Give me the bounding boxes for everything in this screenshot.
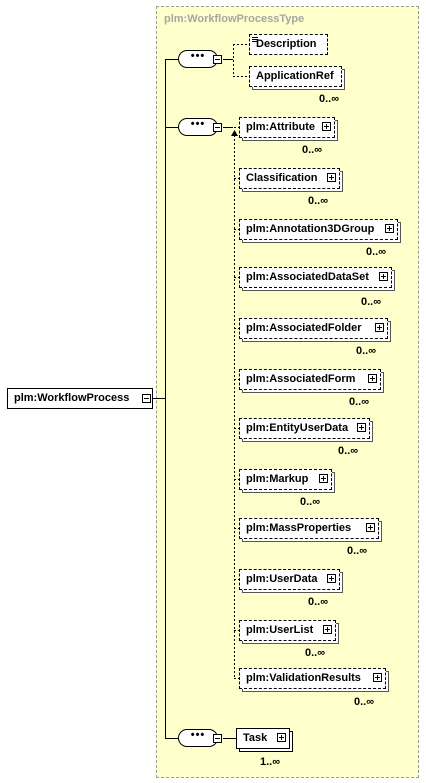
occurrence-label: 0..∞ (308, 596, 329, 608)
element-label: Classification (246, 172, 318, 184)
occurrence-label: 0..∞ (305, 647, 326, 659)
collapse-icon[interactable] (213, 55, 222, 64)
occurrence-label: 0..∞ (356, 345, 377, 357)
element-associatedfolder[interactable]: plm:AssociatedFolder (239, 318, 388, 339)
element-entityuserdata[interactable]: plm:EntityUserData (239, 418, 370, 439)
element-classification[interactable]: Classification (239, 168, 340, 189)
element-label: plm:AssociatedForm (246, 373, 356, 385)
occurrence-label: 0..∞ (300, 496, 321, 508)
expand-icon[interactable] (366, 523, 375, 532)
expand-icon[interactable] (368, 374, 377, 383)
element-label: Task (243, 732, 268, 744)
expand-icon[interactable] (379, 272, 388, 281)
element-label: plm:AssociatedDataSet (246, 271, 369, 283)
element-label: plm:UserData (246, 573, 318, 585)
expand-icon[interactable] (319, 474, 328, 483)
element-massproperties[interactable]: plm:MassProperties (239, 518, 379, 539)
expand-icon[interactable] (322, 122, 331, 131)
sequence-dots: ••• (190, 118, 206, 130)
sequence-compositor[interactable]: ••• (178, 729, 218, 747)
element-markup[interactable]: plm:Markup (239, 469, 332, 490)
element-task[interactable]: Task (236, 728, 290, 749)
element-description[interactable]: Description (249, 34, 328, 55)
occurrence-label: 0..∞ (302, 144, 323, 156)
occurrence-label: 0..∞ (347, 545, 368, 557)
occurrence-label: 0..∞ (366, 246, 387, 258)
sequence-compositor[interactable]: ••• (178, 118, 218, 136)
occurrence-label: 0..∞ (319, 93, 340, 105)
sequence-dots: ••• (190, 50, 206, 62)
occurrence-label: 0..∞ (349, 396, 370, 408)
occurrence-label: 0..∞ (308, 195, 329, 207)
element-label: plm:Attribute (246, 121, 316, 133)
collapse-icon[interactable] (213, 123, 222, 132)
occurrence-label: 0..∞ (361, 296, 382, 308)
sequence-compositor[interactable]: ••• (178, 50, 218, 68)
element-applicationref[interactable]: ApplicationRef (249, 66, 342, 87)
element-userdata[interactable]: plm:UserData (239, 569, 340, 590)
element-userlist[interactable]: plm:UserList (239, 620, 336, 641)
expand-icon[interactable] (357, 423, 366, 432)
expand-icon[interactable] (327, 173, 336, 182)
occurrence-label: 1..∞ (260, 756, 281, 768)
root-element-label: plm:WorkflowProcess (14, 392, 130, 404)
collapse-icon[interactable] (213, 734, 222, 743)
element-associateddataset[interactable]: plm:AssociatedDataSet (239, 267, 392, 288)
element-label: plm:MassProperties (246, 522, 352, 534)
element-label: Description (256, 38, 317, 50)
expand-icon[interactable] (327, 574, 336, 583)
collapse-icon[interactable] (142, 394, 151, 403)
expand-icon[interactable] (277, 733, 286, 742)
occurrence-label: 0..∞ (338, 445, 359, 457)
documentation-icon (252, 37, 258, 42)
expand-icon[interactable] (323, 625, 332, 634)
element-validationresults[interactable]: plm:ValidationResults (239, 668, 386, 689)
complex-type-title: plm:WorkflowProcessType (164, 13, 305, 25)
element-label: plm:Markup (246, 473, 309, 485)
expand-icon[interactable] (373, 673, 382, 682)
expand-icon[interactable] (375, 323, 384, 332)
element-label: plm:UserList (246, 624, 314, 636)
element-annotation3dgroup[interactable]: plm:Annotation3DGroup (239, 219, 398, 240)
expand-icon[interactable] (385, 224, 394, 233)
element-attribute[interactable]: plm:Attribute (239, 117, 335, 138)
element-associatedform[interactable]: plm:AssociatedForm (239, 369, 381, 390)
sequence-dots: ••• (190, 729, 206, 741)
element-label: ApplicationRef (256, 70, 334, 82)
element-label: plm:EntityUserData (246, 422, 349, 434)
occurrence-label: 0..∞ (354, 696, 375, 708)
root-element[interactable]: plm:WorkflowProcess (7, 388, 153, 409)
element-label: plm:Annotation3DGroup (246, 223, 375, 235)
element-label: plm:AssociatedFolder (246, 322, 362, 334)
element-label: plm:ValidationResults (246, 672, 361, 684)
arrow-marker-icon (231, 130, 238, 136)
